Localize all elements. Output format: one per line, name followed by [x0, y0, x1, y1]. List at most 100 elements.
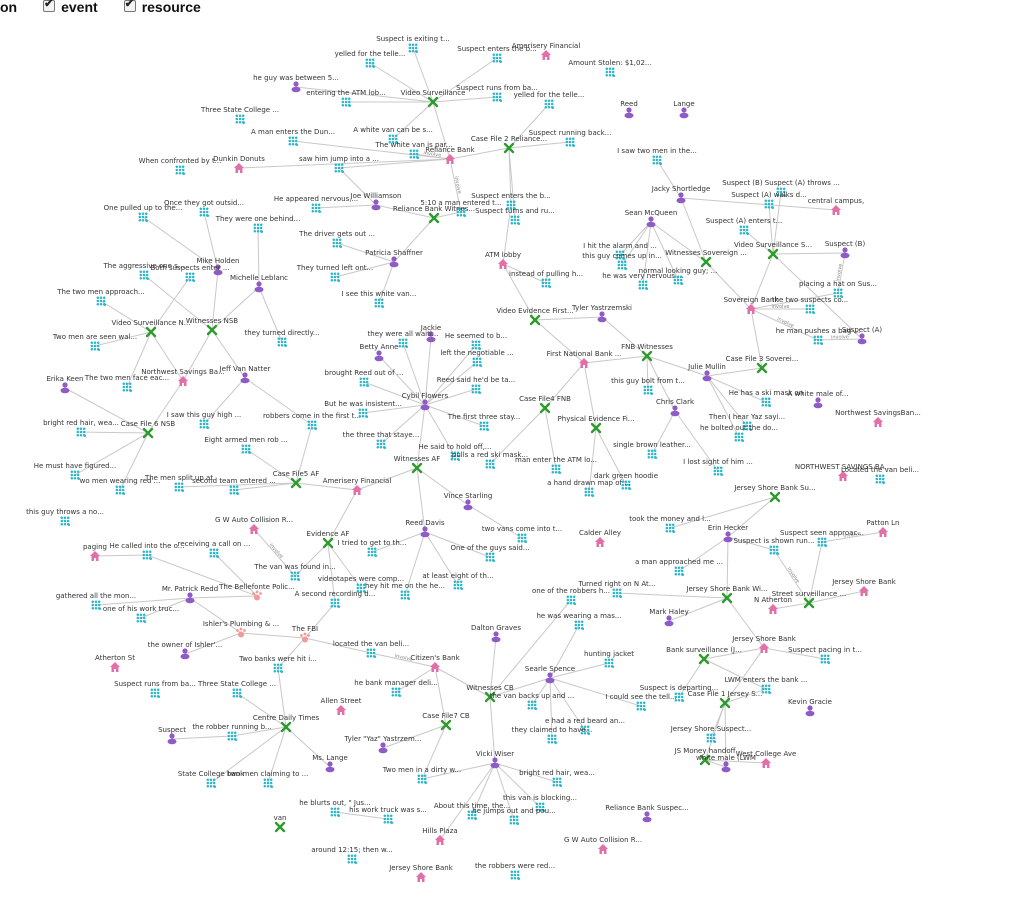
graph-node-place[interactable]: paging	[83, 543, 107, 561]
graph-node-resource[interactable]: he bank manager deli...	[354, 679, 438, 698]
graph-node-event[interactable]: Video Evidence First...	[496, 307, 574, 326]
graph-node-person[interactable]: Cybil Flowers	[402, 392, 449, 411]
graph-node-person[interactable]: Michelle Leblanc	[230, 274, 288, 293]
graph-node-event[interactable]: Bank surveillance (J...	[666, 646, 742, 665]
graph-node-person[interactable]: Betty Anne	[360, 343, 399, 362]
graph-node-person[interactable]: Tyler "Yaz" Yastrzem...	[344, 735, 422, 754]
graph-node-resource[interactable]: Jersey Shore Suspect...	[670, 725, 752, 744]
graph-node-place[interactable]: Jersey Shore Bank	[388, 864, 454, 882]
graph-node-resource[interactable]: he blurts out, " Jus...	[299, 799, 371, 818]
graph-node-event[interactable]: van	[274, 814, 287, 833]
graph-node-person[interactable]: Reed	[620, 100, 638, 119]
graph-node-resource[interactable]: took the money and l...	[629, 515, 711, 534]
graph-node-event[interactable]: Witnesses NSB	[186, 317, 238, 336]
graph-node-resource[interactable]: One pulled up to the...	[104, 204, 183, 223]
graph-node-resource[interactable]: he jumps out and pou...	[472, 807, 556, 826]
graph-node-event[interactable]: Jersey Shore Bank Wi...	[685, 585, 768, 604]
graph-node-place[interactable]: ATM lobby	[485, 251, 521, 269]
graph-node-resource[interactable]: LWM enters the bank ...	[725, 676, 808, 695]
graph-node-place[interactable]: Hills Plaza	[422, 827, 458, 845]
graph-node-event[interactable]: Case File 3 Soverei...	[726, 355, 799, 374]
graph-node-resource[interactable]: Suspect seen approac...	[780, 529, 864, 548]
graph-node-person[interactable]: Julie Mullin	[687, 363, 726, 382]
graph-node-resource[interactable]: this guy comes up in...	[582, 252, 662, 271]
graph-node-event[interactable]: Reliance Bank Witnes...	[393, 205, 475, 224]
graph-node-resource[interactable]: Suspect enters the b...	[457, 45, 537, 64]
graph-node-resource[interactable]: I saw this guy high ...	[167, 411, 242, 430]
graph-node-resource[interactable]: About this time, the...	[434, 802, 510, 821]
graph-node-person[interactable]: the owner of Ishler'...	[148, 641, 222, 660]
graph-node-place[interactable]: Northwest Savings Ba...	[141, 368, 225, 386]
graph-node-resource[interactable]: They turned left ont...	[296, 264, 373, 283]
graph-node-resource[interactable]: bright red hair, wea...	[519, 769, 595, 788]
graph-node-person[interactable]: white male (LWM	[696, 754, 756, 773]
graph-node-resource[interactable]: this guy bolt from t...	[611, 377, 685, 396]
graph-node-resource[interactable]: second team entered ...	[192, 477, 276, 496]
graph-node-resource[interactable]: Once they got outsid...	[164, 199, 244, 218]
graph-node-place[interactable]: central campus,	[808, 197, 864, 215]
graph-node-place[interactable]: West College Ave	[736, 750, 797, 768]
graph-node-org[interactable]: The Bellefonte Polic...	[218, 583, 295, 601]
graph-node-person[interactable]: Reliance Bank Suspec...	[605, 804, 689, 823]
graph-node-resource[interactable]: The white van is par...	[374, 141, 453, 160]
graph-node-resource[interactable]: a man approached me ...	[635, 558, 723, 577]
graph-node-person[interactable]: Erin Hecker	[708, 524, 748, 543]
graph-node-resource[interactable]: He has a ski mask on	[729, 389, 804, 408]
graph-node-person[interactable]: Mike Holden	[197, 257, 240, 276]
graph-node-event[interactable]: Street surveillance ...	[772, 590, 847, 609]
graph-node-person[interactable]: Ms. Lange	[312, 754, 348, 773]
graph-node-event[interactable]: FNB Witnesses	[621, 343, 673, 362]
graph-node-resource[interactable]: They were one behind...	[215, 215, 301, 234]
graph-node-resource[interactable]: hunting jacket	[584, 650, 634, 669]
graph-node-resource[interactable]: A man enters the Dun...	[251, 128, 335, 147]
graph-node-resource[interactable]: one of the robbers h...	[532, 587, 610, 606]
graph-node-person[interactable]: Searle Spence	[525, 665, 575, 684]
graph-node-resource[interactable]: Suspect (A) walks d...	[731, 191, 807, 210]
graph-node-resource[interactable]: his work truck was s...	[349, 806, 427, 825]
graph-node-person[interactable]: Reed Davis	[405, 519, 445, 538]
graph-node-resource[interactable]: The driver gets out ...	[298, 230, 375, 249]
graph-node-resource[interactable]: brought Reed out of ...	[325, 369, 404, 388]
graph-node-place[interactable]: Atherton St	[95, 654, 135, 672]
graph-node-event[interactable]: Video Surveillance N...	[112, 319, 191, 338]
graph-node-resource[interactable]: State College bank	[178, 770, 245, 789]
graph-node-resource[interactable]: Suspect (B) Suspect (A) throws ...	[722, 179, 840, 198]
graph-node-person[interactable]: Chris Clark	[656, 398, 695, 417]
graph-node-resource[interactable]: they turned directly...	[245, 329, 320, 348]
graph-node-resource[interactable]: Then I hear Yaz sayi...	[708, 413, 785, 432]
graph-node-place[interactable]: First National Bank ...	[547, 350, 622, 368]
graph-node-resource[interactable]: Suspect runs from ba...	[114, 680, 196, 699]
graph-node-resource[interactable]: bright red hair, wea...	[43, 419, 119, 438]
graph-node-resource[interactable]: Located the van beli...	[841, 466, 919, 485]
graph-node-person[interactable]: Vicki Wiser	[476, 750, 514, 769]
graph-node-event[interactable]: Centre Daily Times	[253, 714, 320, 733]
graph-node-resource[interactable]: entering the ATM lob...	[306, 89, 386, 108]
graph-node-resource[interactable]: The first three stay...	[447, 413, 520, 432]
graph-node-resource[interactable]: he was very nervous ...	[602, 272, 684, 291]
graph-node-place[interactable]: NORTHWEST SAVINGS BA...	[795, 463, 891, 481]
graph-node-resource[interactable]: around 12:15; then w...	[311, 846, 393, 865]
graph-node-resource[interactable]: robbers come in the first t...	[263, 412, 361, 431]
graph-node-org[interactable]: Ishler's Plumbing & ...	[203, 620, 279, 638]
graph-node-resource[interactable]: I see this white van...	[342, 290, 417, 309]
graph-node-resource[interactable]: Suspect (A) enters t...	[706, 217, 783, 236]
graph-node-place[interactable]: Amerisery Financial	[512, 42, 581, 60]
graph-node-place[interactable]: Calder Alley	[579, 529, 621, 547]
graph-node-resource[interactable]: The two men approach...	[56, 288, 145, 307]
graph-node-resource[interactable]: I tried to get to th...	[338, 539, 407, 558]
graph-node-resource[interactable]: wo men wearing red ...	[80, 477, 161, 496]
graph-node-event[interactable]: Case File 2 Reliance...	[471, 135, 547, 154]
graph-node-resource[interactable]: He seemed to b...	[445, 332, 507, 351]
graph-node-resource[interactable]: yelled for the telle...	[335, 50, 406, 69]
graph-node-resource[interactable]: Suspect is departing...	[640, 684, 719, 703]
graph-node-person[interactable]: Mark Haley	[649, 608, 689, 627]
graph-node-resource[interactable]: Reed said he'd be ta...	[437, 376, 515, 395]
graph-node-resource[interactable]: he was wearing a mas...	[536, 612, 622, 631]
graph-node-place[interactable]: Dunkin Donuts	[213, 155, 265, 173]
graph-node-resource[interactable]: I lost sight of him ...	[683, 458, 753, 477]
graph-node-person[interactable]: he guy was between 5...	[253, 74, 339, 93]
graph-node-resource[interactable]: I could see the tell...	[605, 693, 677, 712]
graph-node-resource[interactable]: pulls a red ski mask...	[452, 451, 528, 470]
filter-checkbox-resource[interactable]	[123, 0, 136, 12]
